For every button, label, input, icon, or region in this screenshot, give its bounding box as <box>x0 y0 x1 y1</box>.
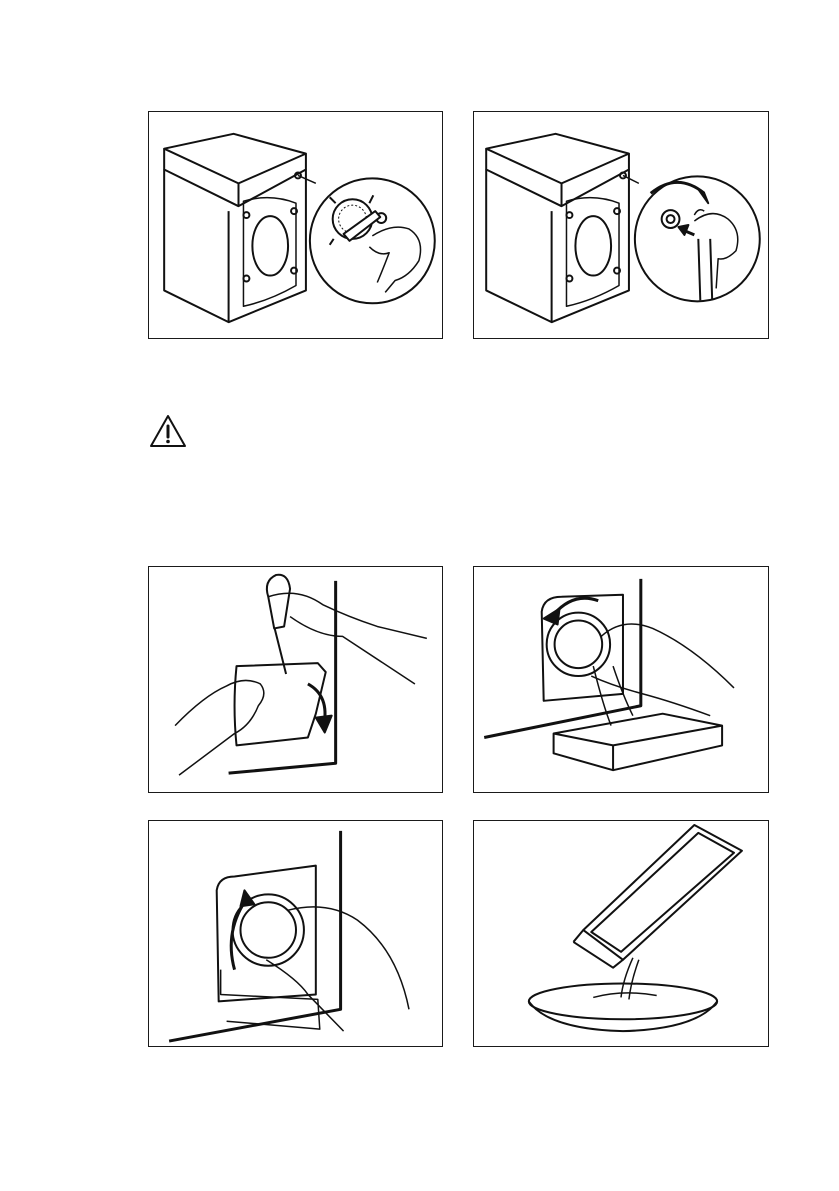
filter-cleaning-illustration <box>149 112 442 338</box>
empty-tray-illustration <box>474 821 768 1046</box>
figure-drain-water <box>473 566 769 793</box>
figure-empty-tray <box>473 820 769 1047</box>
open-flap-illustration <box>149 567 442 792</box>
figure-remove-filter <box>148 820 443 1047</box>
hose-unscrewing-illustration <box>474 112 768 338</box>
figure-filter-cleaning <box>148 111 443 339</box>
figure-open-flap <box>148 566 443 793</box>
warning-triangle-icon <box>148 413 188 449</box>
figure-hose-unscrewing <box>473 111 769 339</box>
drain-water-illustration <box>474 567 768 792</box>
remove-filter-illustration <box>149 821 442 1046</box>
